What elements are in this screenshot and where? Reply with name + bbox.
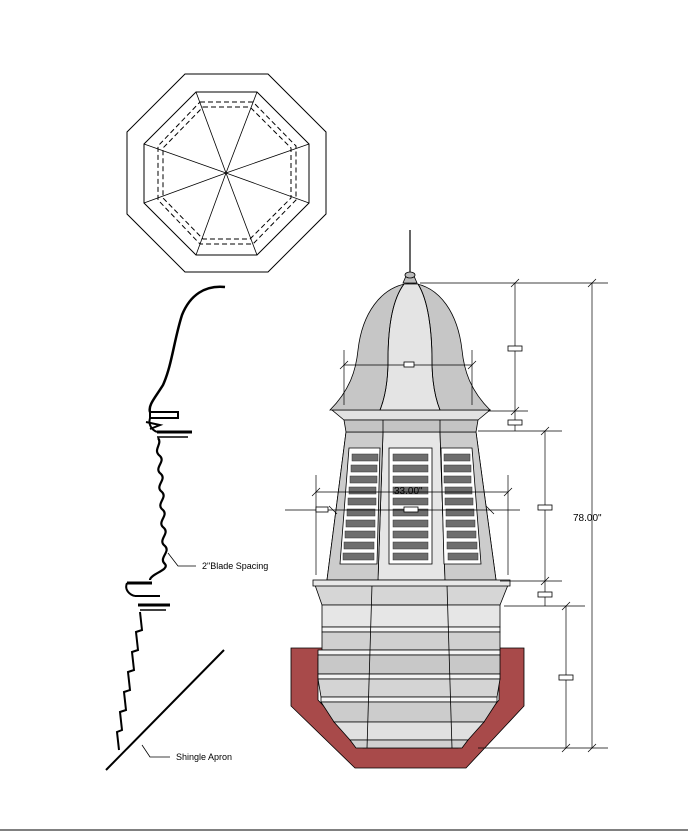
plan-dashed-octagon-inner	[162, 106, 292, 240]
profile-cornice	[145, 411, 192, 438]
dimension-marker-icon	[537, 504, 553, 511]
plan-view	[126, 73, 327, 273]
finial	[402, 230, 418, 284]
louver-panel-left	[339, 447, 381, 565]
overall-height-dimension: 78.00"	[573, 513, 602, 524]
louver-panel-right	[440, 447, 482, 565]
profile-shingle-steps	[115, 611, 144, 751]
profile-louver-blades	[148, 437, 168, 581]
plan-ridge-lines	[143, 91, 310, 256]
width-dimension: 33.00"	[394, 486, 423, 497]
blade-spacing-callout: 2"Blade Spacing	[167, 552, 268, 571]
dimension-marker-icon	[537, 591, 553, 598]
blade-spacing-label: 2"Blade Spacing	[202, 561, 268, 571]
dimension-marker-icon	[315, 506, 329, 513]
plan-dashed-octagon	[157, 101, 297, 245]
dimension-markers	[315, 345, 574, 681]
profile-apron-slope	[105, 649, 225, 771]
profile-dome-curve	[148, 285, 226, 413]
stepped-base	[314, 584, 509, 749]
louver-panel-center	[388, 447, 433, 565]
dimension-marker-icon	[507, 419, 523, 426]
cornice-band	[330, 409, 492, 433]
elevation-view	[290, 230, 525, 769]
dimension-marker-icon	[403, 361, 415, 368]
louver-sill	[312, 579, 511, 587]
shingle-apron-callout: Shingle Apron	[141, 744, 232, 762]
dimension-marker-icon	[507, 345, 523, 352]
profile-section	[105, 285, 226, 771]
dimension-marker-icon	[558, 674, 574, 681]
shingle-apron-label: Shingle Apron	[176, 752, 232, 762]
profile-base-molding	[125, 581, 170, 611]
bell-roof	[329, 282, 491, 411]
dimension-marker-icon	[403, 506, 419, 513]
plan-outer-octagon	[126, 73, 327, 273]
